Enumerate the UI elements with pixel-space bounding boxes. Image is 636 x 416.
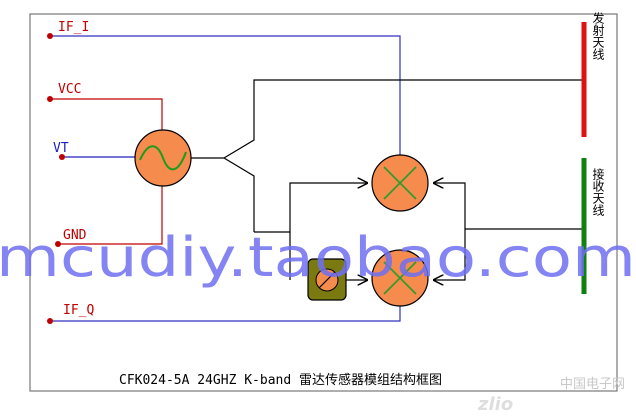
tx-antenna-label: 发射天线 <box>591 11 605 60</box>
phase-arrow-icon <box>318 271 336 289</box>
pin-label-vt: VT <box>53 141 69 156</box>
pin-label-if-q: IF_Q <box>63 303 94 318</box>
gnd-line <box>58 185 163 245</box>
pin-dot-if-q <box>47 318 53 324</box>
mixer-i-block <box>371 154 429 212</box>
site-logo: zlio 中国电子网 <box>477 377 625 415</box>
pin-dot-vcc <box>47 96 53 102</box>
rx-antenna-label: 接收天线 <box>591 167 605 216</box>
pin-dot-gnd <box>55 241 61 247</box>
lo-to-mixer-i <box>254 183 367 233</box>
watermark-text: mcudiy.taobao.com <box>0 226 636 289</box>
site-logo-text: 中国电子网 <box>560 377 625 392</box>
module-border <box>29 13 618 392</box>
splitter-lower-branch <box>223 157 255 232</box>
splitter-upper-branch <box>223 79 586 159</box>
if-i-line <box>50 35 401 160</box>
if-q-line <box>50 306 401 322</box>
phase-shifter-block <box>307 258 347 301</box>
diagram-caption: CFK024-5A 24GHZ K-band 雷达传感器模组结构框图 <box>119 372 442 388</box>
rx-to-mixer-q <box>434 229 466 280</box>
pin-label-gnd: GND <box>63 228 87 243</box>
pin-dot-if-i <box>47 33 53 39</box>
site-logo-mark: zlio <box>477 394 513 415</box>
mixer-q-block <box>371 249 429 307</box>
pin-label-if-i: IF_I <box>58 20 89 35</box>
vco-block <box>134 129 192 187</box>
sine-wave-icon <box>139 145 187 171</box>
vcc-line <box>50 98 163 130</box>
pin-label-vcc: VCC <box>58 82 81 97</box>
pin-dot-vt <box>59 154 65 160</box>
rx-to-mixer-i <box>434 183 466 229</box>
